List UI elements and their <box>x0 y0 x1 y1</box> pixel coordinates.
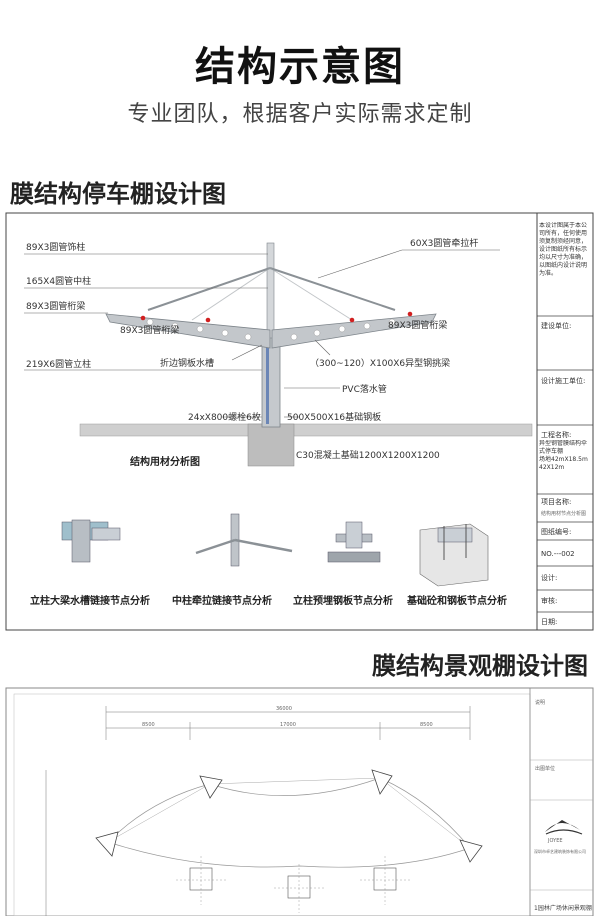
review-label: 审核: <box>541 596 557 605</box>
label-tie-rod: 60X3圆管牵拉杆 <box>410 237 478 249</box>
cable-lines <box>107 777 471 849</box>
drawing-no-label: 图纸编号: <box>541 527 571 536</box>
design-label: 设计: <box>541 573 557 582</box>
unit-label: 建设单位: <box>541 321 571 330</box>
joyee-logo <box>545 820 583 835</box>
section2-title: 膜结构景观棚设计图 <box>372 652 588 680</box>
label-truss-left-bottom: 89X3圆管桁梁 <box>120 324 179 336</box>
section1-title: 膜结构停车棚设计图 <box>10 180 226 208</box>
detail-2-graphic <box>195 513 293 567</box>
company-name: 深圳市卓艺建筑装饰有限公司 <box>534 848 586 854</box>
corner-plates <box>95 769 483 863</box>
project-size: 场地42mX18.5m 42X12m <box>539 456 588 471</box>
label-main-post: 219X6圆管立柱 <box>26 358 91 370</box>
drawing-no: NO.---002 <box>541 550 575 558</box>
dim-middle: 17000 <box>280 722 296 728</box>
title-block-note: 本设计图属于本公司所有，任何使用须复制须经同意，设计图纸所有标示均以尺寸为准确，… <box>539 222 588 277</box>
main-post <box>261 334 281 428</box>
foundation-block <box>247 423 295 467</box>
beam-holes <box>146 318 396 341</box>
drawing-frame <box>5 212 594 631</box>
label-bolts: 24ⅹX800螺栓6枚 <box>188 411 261 423</box>
project-label: 工程名称: <box>541 430 571 439</box>
label-drain: PVC落水管 <box>342 383 387 395</box>
project-name-2: 1园林广场休闲景观棚 <box>534 904 592 912</box>
label-base-plate: 500X500X16基础钢板 <box>287 411 381 423</box>
construct-label: 设计施工单位: <box>541 376 585 385</box>
label-gutter: 折边钢板水槽 <box>160 357 214 369</box>
leader-lines <box>24 249 500 418</box>
detail-caption-4: 基础砼和钢板节点分析 <box>406 594 507 607</box>
detail-caption-3: 立柱预埋钢板节点分析 <box>293 594 393 607</box>
label-steel-beam: （300~120）X100X6异型钢挑梁 <box>310 357 450 369</box>
landscape-drawing-frame <box>5 687 594 916</box>
detail-4-graphic <box>419 523 489 587</box>
dim-total: 36000 <box>276 706 292 712</box>
tie-rod-right <box>269 267 396 311</box>
item-label: 项目名称: <box>541 497 571 506</box>
page-subtitle: 专业团队，根据客户实际需求定制 <box>127 102 473 127</box>
tie-rod-left <box>147 267 271 311</box>
detail-caption-1: 立柱大梁水槽链接节点分析 <box>30 594 150 607</box>
label-post-decor: 89X3圆管饰柱 <box>26 241 85 253</box>
detail-caption-2: 中柱牵拉链接节点分析 <box>172 594 272 607</box>
date-label: 日期: <box>541 618 557 626</box>
item-name: 结构用材节点分析图 <box>541 510 586 517</box>
column-footings <box>189 867 397 899</box>
dimension-lines <box>45 706 471 916</box>
drain-pipe <box>266 346 269 424</box>
dim-right: 8500 <box>420 722 433 728</box>
label-truss-right: 89X3圆管桁梁 <box>388 319 447 331</box>
analysis-title: 结构用材分析图 <box>130 455 200 468</box>
logo-text: JOYEE <box>547 838 563 844</box>
detail-1-graphic <box>61 519 121 563</box>
page-title: 结构示意图 <box>195 44 405 90</box>
dim-left: 8500 <box>142 722 155 728</box>
mid-post <box>266 242 275 339</box>
label-mid-post: 165X4圆管中柱 <box>26 275 91 287</box>
ground-slab <box>79 423 533 437</box>
label-foundation: C30混凝土基础1200X1200X1200 <box>296 449 440 461</box>
side-label-unit: 出图单位 <box>535 765 555 772</box>
label-truss-left-top: 89X3圆管桁梁 <box>26 300 85 312</box>
detail-3-graphic <box>327 521 381 563</box>
project-name: 异型钢管膜结构伞式停车棚 <box>539 440 588 455</box>
side-label-note: 说明 <box>535 699 545 706</box>
joint-markers <box>140 311 413 323</box>
